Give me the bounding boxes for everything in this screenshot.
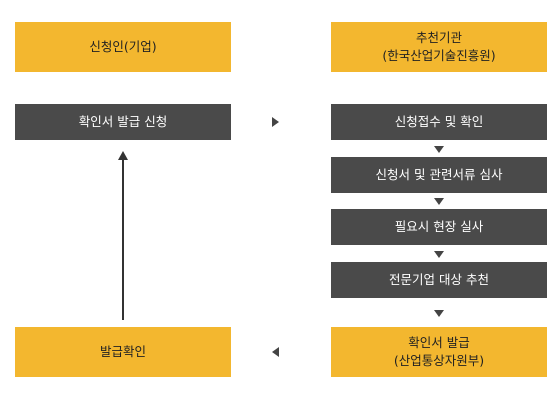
arrow-down-icon: [434, 251, 444, 258]
step-label: 필요시 현장 실사: [394, 219, 484, 234]
issue-confirm-label: 발급확인: [99, 344, 146, 359]
issuance-line1: 확인서 발급: [408, 335, 470, 350]
step-label: 신청접수 및 확인: [394, 114, 484, 129]
arrow-right-icon: [272, 117, 279, 127]
arrow-down-icon: [434, 146, 444, 153]
issuance-box: 확인서 발급 (산업통상자원부): [331, 327, 547, 377]
arrow-up-icon: [118, 151, 128, 160]
step-review-box: 신청서 및 관련서류 심사: [331, 157, 547, 193]
arrow-down-icon: [434, 310, 444, 317]
arrow-left-icon: [272, 347, 279, 357]
arrow-down-icon: [434, 198, 444, 205]
issuance-line2: (산업통상자원부): [393, 353, 485, 368]
step-recommend-box: 전문기업 대상 추천: [331, 262, 547, 298]
applicant-header: 신청인(기업): [15, 22, 231, 72]
issue-request-box: 확인서 발급 신청: [15, 104, 231, 140]
recommender-header: 추천기관 (한국산업기술진흥원): [331, 22, 547, 72]
issue-request-label: 확인서 발급 신청: [78, 114, 168, 129]
step-inspection-box: 필요시 현장 실사: [331, 209, 547, 245]
recommender-line2: (한국산업기술진흥원): [382, 48, 496, 63]
step-label: 전문기업 대상 추천: [389, 272, 489, 287]
recommender-line1: 추천기관: [415, 30, 462, 45]
step-label: 신청서 및 관련서류 심사: [375, 167, 503, 182]
applicant-label: 신청인(기업): [89, 39, 157, 54]
issue-confirm-box: 발급확인: [15, 327, 231, 377]
arrow-up-line: [122, 160, 124, 320]
step-receipt-box: 신청접수 및 확인: [331, 104, 547, 140]
